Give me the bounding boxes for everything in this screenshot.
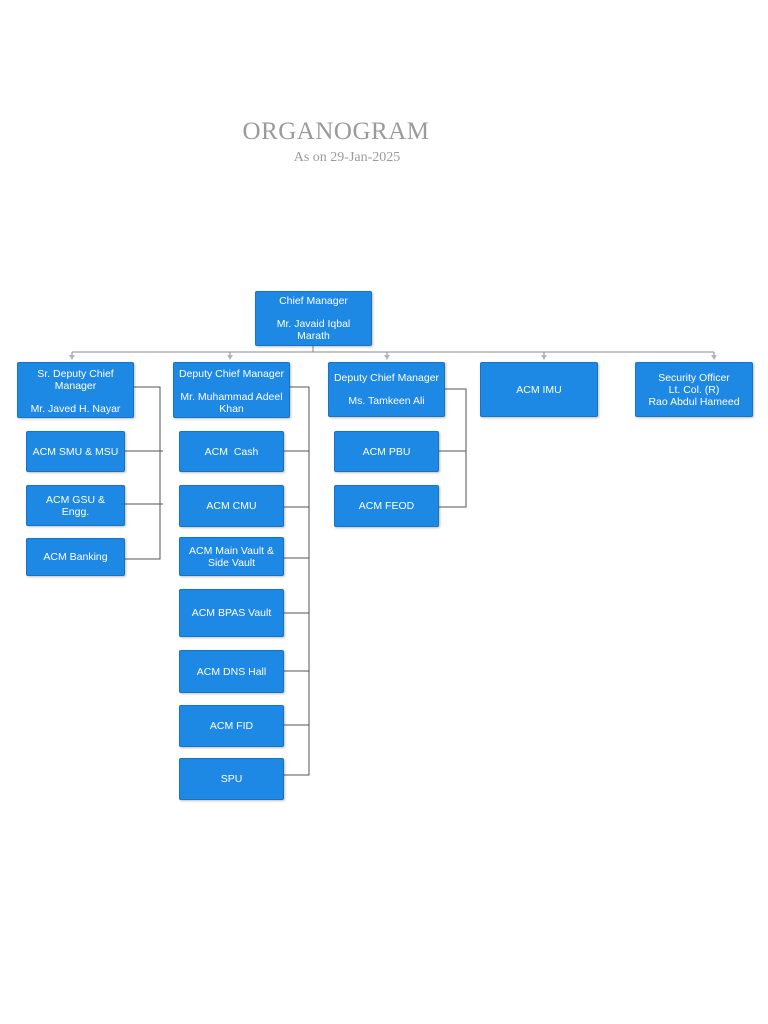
organogram-title: ORGANOGRAM — [242, 118, 430, 145]
arrow-2 — [227, 355, 233, 360]
acm-imu-box[interactable]: ACM IMU — [480, 362, 598, 417]
acm-cmu-box[interactable]: ACM CMU — [179, 485, 284, 527]
col1-bracket — [124, 386, 161, 560]
head-name: Ms. Tamkeen Ali — [348, 395, 425, 407]
acm-dns-hall-box[interactable]: ACM DNS Hall — [179, 650, 284, 693]
head-name-2: Khan — [219, 403, 244, 415]
chief-role: Chief Manager — [279, 295, 348, 307]
arrow-3 — [384, 355, 390, 360]
col3-bracket — [438, 388, 467, 508]
unit-label: ACM BPAS Vault — [191, 607, 272, 619]
spu-box[interactable]: SPU — [179, 758, 284, 800]
acm-bpas-vault-box[interactable]: ACM BPAS Vault — [179, 589, 284, 637]
security-officer-box[interactable]: Security Officer Lt. Col. (R) Rao Abdul … — [635, 362, 753, 417]
acm-banking-box[interactable]: ACM Banking — [26, 538, 125, 576]
head-name: Lt. Col. (R) — [668, 383, 720, 396]
arrow-5 — [711, 355, 717, 360]
acm-main-vault-box[interactable]: ACM Main Vault & Side Vault — [179, 537, 284, 576]
arrow-4 — [541, 355, 547, 360]
head-name-2: Rao Abdul Hameed — [648, 395, 740, 408]
unit-label: ACM DNS Hall — [196, 665, 267, 678]
unit-label: ACM GSU & Engg. — [46, 493, 105, 518]
unit-label: ACM SMU & MSU — [32, 445, 119, 458]
head-role: ACM IMU — [516, 383, 562, 396]
organogram-date: As on 29-Jan-2025 — [293, 150, 401, 165]
unit-label: ACM FEOD — [358, 500, 415, 512]
arrow-1 — [69, 355, 75, 360]
acm-pbu-box[interactable]: ACM PBU — [334, 431, 439, 472]
chief-name: Mr. Javaid Iqbal — [276, 318, 351, 330]
unit-label: ACM FID — [209, 720, 254, 732]
head-name: Mr. Muhammad Adeel — [180, 391, 283, 403]
unit-label-2: Side Vault — [207, 556, 256, 569]
head-role: Deputy Chief Manager — [178, 368, 285, 380]
acm-feod-box[interactable]: ACM FEOD — [334, 485, 439, 527]
chief-name-2: Marath — [297, 330, 330, 342]
unit-label: ACM CMU — [206, 500, 257, 512]
head-role: Security Officer — [658, 371, 730, 384]
chief-manager-box[interactable]: Chief Manager Mr. Javaid Iqbal Marath — [255, 291, 372, 346]
acm-fid-box[interactable]: ACM FID — [179, 705, 284, 747]
col2-bracket — [283, 386, 310, 776]
deputy-chief-box-2[interactable]: Deputy Chief Manager Ms. Tamkeen Ali — [328, 362, 445, 417]
sr-deputy-chief-box[interactable]: Sr. Deputy Chief Manager Mr. Javed H. Na… — [17, 362, 134, 418]
acm-gsu-engg-box[interactable]: ACM GSU & Engg. — [26, 485, 125, 526]
head-role: Deputy Chief Manager — [333, 372, 440, 384]
unit-label: ACM Cash — [204, 445, 259, 458]
unit-label: ACM PBU — [362, 445, 411, 458]
unit-label: ACM Main Vault & — [189, 544, 274, 557]
head-name: Mr. Javed H. Nayar — [30, 403, 121, 415]
unit-label: SPU — [220, 773, 243, 785]
deputy-chief-box-1[interactable]: Deputy Chief Manager Mr. Muhammad Adeel … — [173, 362, 290, 418]
acm-cash-box[interactable]: ACM Cash — [179, 431, 284, 472]
acm-smu-msu-box[interactable]: ACM SMU & MSU — [26, 431, 125, 472]
head-role: Sr. Deputy Chief — [37, 368, 114, 380]
head-role-2: Manager — [54, 380, 97, 392]
unit-label: ACM Banking — [43, 551, 108, 563]
